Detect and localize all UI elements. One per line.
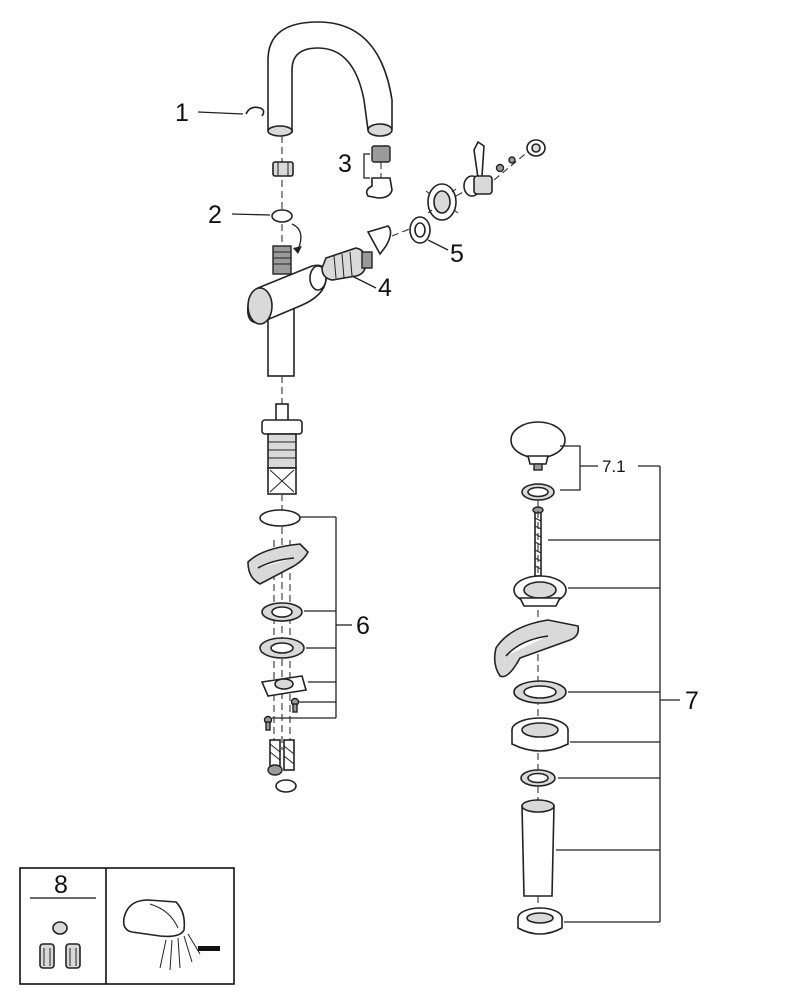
flange-gasket	[513, 680, 567, 704]
retaining-clip	[245, 106, 265, 117]
spare-nozzle-icon	[39, 921, 81, 969]
callout-7-1: 7.1	[602, 457, 626, 476]
waste-nut	[511, 717, 569, 752]
cartridge	[321, 247, 373, 281]
aerator-spray-icon	[122, 899, 220, 971]
faucet-body	[246, 245, 328, 377]
callout-6: 6	[356, 612, 370, 640]
drain-plug-cap	[510, 421, 566, 471]
leader-1	[197, 111, 244, 115]
basin-section	[493, 619, 580, 678]
tailpiece	[521, 799, 555, 897]
handle-cap	[526, 139, 546, 157]
mounting-shank	[261, 403, 303, 495]
tailpiece-nut	[517, 907, 563, 935]
leader-2	[231, 213, 271, 216]
bracket-6	[272, 516, 352, 719]
callout-2: 2	[208, 201, 222, 229]
washer-upper	[261, 602, 303, 622]
grub-screw	[495, 163, 505, 173]
assembly-arrow	[291, 223, 302, 251]
callout-1: 1	[175, 99, 189, 127]
cartridge-cover	[366, 225, 392, 256]
bracket-7-1	[560, 445, 598, 491]
countertop-section	[247, 543, 309, 585]
spout-nut	[272, 161, 294, 177]
leader-5	[427, 239, 449, 251]
handle-sleeve	[425, 183, 459, 221]
spout	[267, 21, 393, 137]
waste-flange	[513, 575, 567, 607]
callout-8: 8	[54, 871, 68, 899]
plug-seal	[521, 483, 555, 501]
washer-lower	[259, 637, 305, 659]
aerator-assembly	[365, 145, 393, 199]
waste-washer	[520, 769, 556, 787]
bracket-3	[363, 153, 370, 179]
mounting-bracket	[260, 675, 308, 697]
callout-4: 4	[378, 274, 392, 302]
callout-5: 5	[450, 240, 464, 268]
lever-handle	[463, 140, 493, 197]
seal-ring-top	[259, 509, 301, 527]
callout-3: 3	[338, 150, 352, 178]
bracket-7	[548, 465, 680, 923]
o-ring	[271, 209, 293, 223]
callout-7: 7	[685, 687, 699, 715]
leader-4	[351, 275, 377, 289]
flex-hoses	[267, 739, 297, 793]
